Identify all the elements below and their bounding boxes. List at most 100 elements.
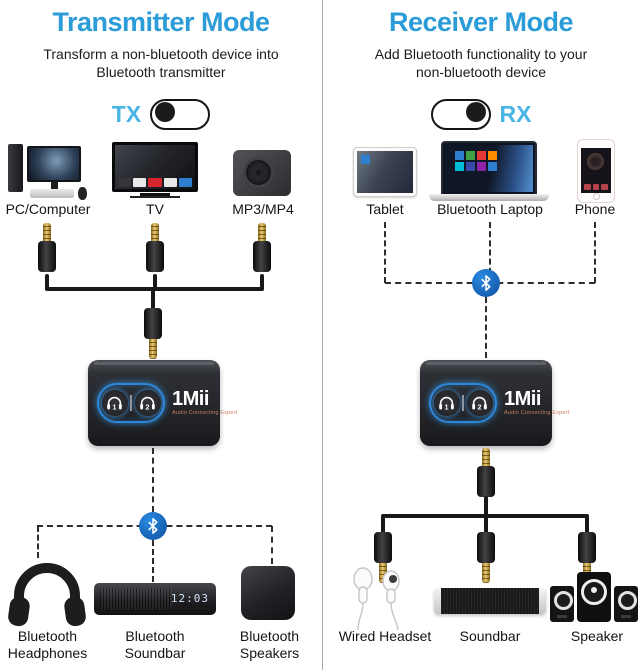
aux-plug-tip [258, 223, 266, 241]
bluetooth-adapter-device: 1 2 1Mii Audio Connecting Expert [88, 360, 237, 446]
brand-logo: 1Mii [172, 388, 209, 411]
receiver-subtitle: Add Bluetooth functionality to your non-… [322, 45, 640, 81]
subwoofer-icon [577, 572, 611, 622]
bluetooth-link-line [37, 526, 39, 558]
aux-plug-icon [144, 308, 162, 359]
aux-plug-icon [477, 448, 495, 497]
headphone-2-button: 2 [134, 390, 161, 416]
aux-plug-body [477, 532, 495, 563]
aux-plug-icon [477, 532, 495, 583]
tv-app-tile [163, 178, 177, 187]
bluetooth-glyph [148, 518, 158, 534]
adapter-pairing-buttons: 1 2 [97, 383, 165, 423]
rx-toggle-switch [430, 99, 491, 130]
tv-app-tiles [118, 178, 193, 187]
brand-logo: 1Mii [504, 388, 541, 411]
bluetooth-link-line [594, 222, 596, 283]
windows-tile [477, 162, 486, 171]
bluetooth-icon [472, 269, 500, 297]
bluetooth-link-line [152, 448, 154, 512]
aux-cable [484, 516, 488, 534]
phone-key [592, 184, 600, 190]
aux-plug-body [38, 241, 56, 272]
headphone-1-button: 1 [101, 390, 128, 416]
aux-plug-tip [151, 223, 159, 241]
bluetooth-link-line [485, 297, 487, 358]
output-label-soundbar: Soundbar [459, 628, 521, 644]
aux-cable [585, 516, 589, 534]
transmitter-subtitle-line2: Bluetooth transmitter [96, 64, 226, 80]
pc-computer-image [8, 142, 88, 200]
satellite-speaker-icon [614, 586, 638, 622]
source-label-laptop: Bluetooth Laptop [437, 201, 543, 217]
rx-toggle-row: RX [322, 99, 640, 130]
output-label-bt-soundbar: Bluetooth Soundbar [124, 628, 186, 661]
soundbar-image [434, 588, 546, 614]
transmitter-subtitle: Transform a non-bluetooth device into Bl… [0, 45, 322, 81]
soundbar-grille [441, 588, 539, 614]
pc-tower-icon [8, 144, 23, 192]
tx-toggle-switch [150, 99, 211, 130]
tx-label: TX [111, 101, 142, 127]
headphone-icon: 2 [472, 396, 487, 411]
pc-monitor-icon [27, 146, 81, 182]
bluetooth-adapter-device: 1 2 1Mii Audio Connecting Expert [420, 360, 569, 446]
brand-tagline: Audio Connecting Expert [172, 410, 238, 417]
column-divider [322, 0, 323, 670]
tv-frame [112, 142, 198, 192]
brand-tagline: Audio Connecting Expert [504, 410, 570, 417]
rx-label: RX [499, 101, 532, 127]
wired-headset-image [346, 566, 422, 632]
source-label-pc: PC/Computer [5, 201, 91, 217]
aux-plug-icon [146, 223, 164, 272]
tv-app-tile [133, 178, 147, 187]
satellite-speaker-icon [550, 586, 574, 622]
aux-plug-tip [43, 223, 51, 241]
rx-toggle-knob [465, 102, 486, 122]
windows-tile [488, 162, 497, 171]
tv-image [112, 142, 198, 200]
source-label-mp3: MP3/MP4 [232, 201, 294, 217]
aux-plug-icon [38, 223, 56, 272]
adapter-pairing-buttons: 1 2 [429, 383, 497, 423]
soundbar-clock: 12:03 [170, 592, 209, 605]
bluetooth-glyph [481, 275, 491, 291]
headphones-icon [8, 563, 86, 627]
aux-plug-body [477, 466, 495, 497]
laptop-screen-content [445, 145, 533, 192]
pc-keyboard-icon [30, 189, 74, 198]
aux-cable [153, 274, 157, 290]
pc-mouse-icon [78, 187, 87, 200]
button-number: 2 [478, 403, 482, 411]
windows-tiles [455, 151, 501, 171]
aux-plug-icon [253, 223, 271, 272]
headphone-1-button: 1 [433, 390, 460, 416]
aux-cable [151, 289, 155, 310]
windows-tile [455, 162, 464, 171]
bluetooth-link-line [489, 222, 491, 283]
bluetooth-icon [139, 512, 167, 540]
receiver-subtitle-line2: non-bluetooth device [416, 64, 546, 80]
aux-plug-body [146, 241, 164, 272]
windows-tile [477, 151, 486, 160]
bluetooth-soundbar-image: 12:03 [94, 583, 216, 615]
pc-monitor-screen [29, 148, 79, 180]
phone-key [584, 184, 591, 190]
aux-plug-body [374, 532, 392, 563]
button-separator [462, 395, 464, 411]
button-number: 2 [146, 403, 150, 411]
mp3-wheel-icon [243, 157, 274, 188]
tablet-image [353, 147, 417, 197]
tx-toggle-row: TX [0, 99, 322, 130]
laptop-screen [441, 141, 537, 194]
aux-cable [381, 516, 385, 534]
bluetooth-link-line [384, 222, 386, 283]
aux-plug-tip [482, 448, 490, 466]
aux-plug-tip [149, 339, 157, 359]
aux-plug-body [144, 308, 162, 339]
headphone-icon: 1 [439, 396, 454, 411]
windows-tile [466, 151, 475, 160]
laptop-image [429, 141, 549, 203]
aux-cable [260, 274, 264, 290]
